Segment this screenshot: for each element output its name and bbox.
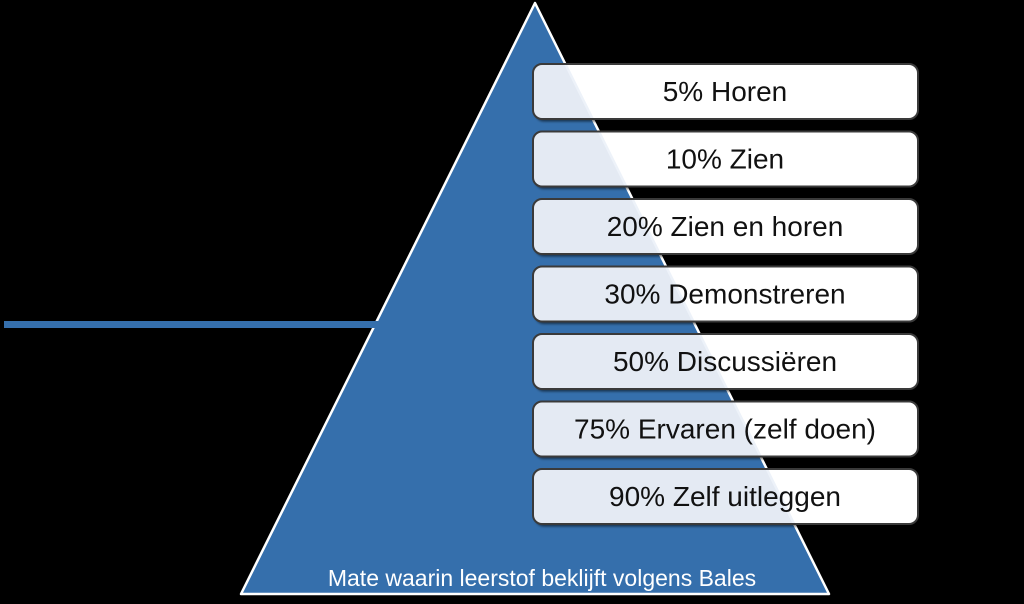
level-box-border bbox=[532, 468, 919, 525]
level-label: 20% Zien en horen bbox=[607, 211, 844, 242]
level-box-borders bbox=[532, 63, 919, 525]
level-box-border bbox=[532, 130, 919, 188]
pyramid-tint-through-boxes bbox=[533, 64, 831, 524]
level-label: 30% Demonstreren bbox=[604, 279, 845, 310]
level-box bbox=[533, 64, 918, 119]
level-label: 5% Horen bbox=[663, 76, 788, 107]
level-box-border bbox=[532, 265, 919, 323]
level-box-border bbox=[532, 63, 919, 120]
level-label: 90% Zelf uitleggen bbox=[609, 481, 841, 512]
level-box-border bbox=[532, 400, 919, 458]
pyramid-tint-shape bbox=[533, 64, 829, 524]
level-label: 10% Zien bbox=[666, 144, 784, 175]
connector-line bbox=[4, 321, 381, 328]
pyramid-caption: Mate waarin leerstof beklijft volgens Ba… bbox=[328, 565, 756, 591]
level-labels: 5% Horen 10% Zien 20% Zien en horen 30% … bbox=[574, 76, 876, 512]
level-box bbox=[533, 131, 918, 187]
level-box-border bbox=[532, 333, 919, 390]
level-label: 50% Discussiëren bbox=[613, 346, 837, 377]
level-box-border bbox=[532, 198, 919, 255]
pyramid-tint-outline bbox=[533, 64, 831, 524]
level-label: 75% Ervaren (zelf doen) bbox=[574, 414, 876, 445]
